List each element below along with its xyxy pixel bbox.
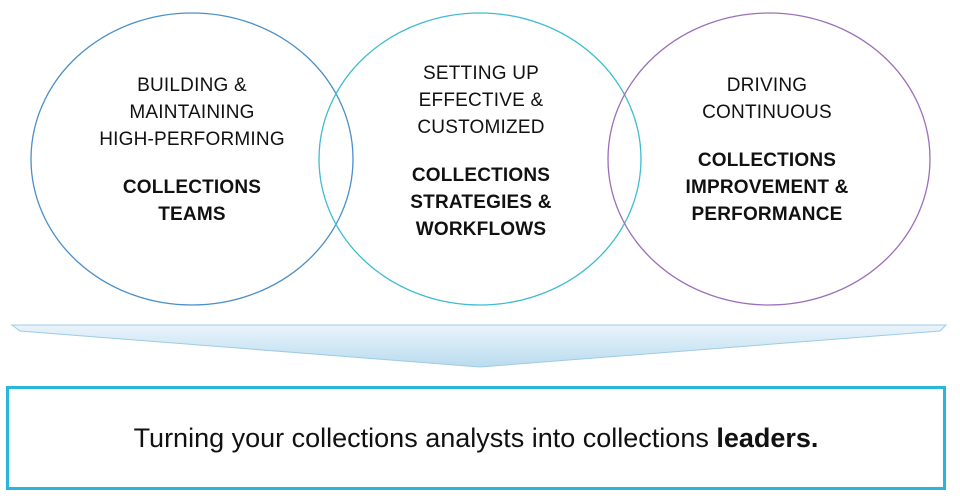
circle-strategies-line-3: CUSTOMIZED [417,117,545,138]
circle-teams-label: BUILDING & MAINTAINING HIGH-PERFORMING C… [80,72,304,228]
circle-improvement-bold-1: COLLECTIONS [697,150,837,171]
circle-improvement [607,12,931,306]
conclusion-banner: Turning your collections analysts into c… [6,386,946,490]
circle-strategies-line-1: SETTING UP [422,63,539,84]
circle-improvement-line-1: DRIVING [726,75,808,96]
circle-strategies-bold-3: WORKFLOWS [415,219,547,240]
circle-improvement-bold-2: IMPROVEMENT & [685,177,849,198]
circle-teams-bold-1: COLLECTIONS [122,177,262,198]
circle-strategies-label: SETTING UP EFFECTIVE & CUSTOMIZED COLLEC… [374,60,588,243]
circle-strategies-bold-2: STRATEGIES & [410,192,552,213]
circle-strategies-bold-1: COLLECTIONS [411,165,551,186]
circle-improvement-label: DRIVING CONTINUOUS COLLECTIONS IMPROVEME… [654,72,880,228]
circle-teams-line-1: BUILDING & [137,75,247,96]
circle-teams-line-2: MAINTAINING [129,102,255,123]
circle-improvement-line-2: CONTINUOUS [702,102,832,123]
down-arrow-shape [10,324,948,368]
circle-strategies-line-2: EFFECTIVE & [418,90,544,111]
circle-strategies [318,12,642,306]
banner-text: Turning your collections analysts into c… [133,422,717,453]
circle-teams-bold-2: TEAMS [158,204,226,225]
circle-teams-line-3: HIGH-PERFORMING [99,129,285,150]
banner-emphasis: leaders. [716,422,819,453]
circle-improvement-bold-3: PERFORMANCE [691,204,843,225]
circle-teams [30,12,354,306]
